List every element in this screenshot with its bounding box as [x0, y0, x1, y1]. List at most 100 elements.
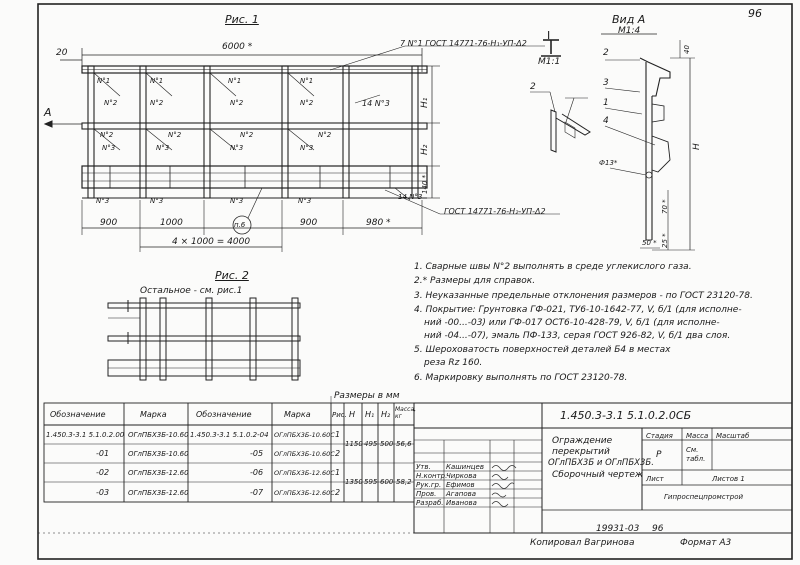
- section-title: I: [547, 29, 551, 42]
- role-name: Чиркова: [446, 472, 477, 480]
- part-label: N°1: [300, 77, 314, 85]
- view-dim-50: 50 *: [642, 239, 657, 247]
- doc-code: 1.450.3-3.1 5.1.0.2.0СБ: [560, 409, 692, 422]
- role-label: Н.контр.: [416, 472, 448, 480]
- dim-h2: Н₂: [420, 144, 430, 155]
- role-name: Ефимов: [446, 481, 475, 489]
- sheet-frame: [37, 3, 793, 560]
- table-cell: ОГлПБХ3Б-10.60: [128, 431, 189, 439]
- part-label: N°2: [318, 131, 332, 139]
- view-dim-40: 40: [683, 45, 691, 54]
- table-cell: ОГлПБХ3Б-10.60С: [274, 431, 335, 439]
- section-scale: М1:1: [538, 57, 561, 67]
- table-cell: ОГлПБХ3Б-12.60: [128, 489, 189, 497]
- role-name: Агапова: [446, 490, 477, 498]
- position-label: 4: [603, 116, 609, 126]
- table-cell: 495: [364, 440, 378, 448]
- table-cell: 1.450.3-3.1 5.1.0.2.00: [46, 431, 125, 439]
- note-line: ний -00...-03) или ГФ-017 ОСТ6-10-428-79…: [424, 318, 720, 328]
- role-label: Рук.гр.: [416, 481, 442, 489]
- dim-total: 6000 *: [222, 42, 253, 52]
- table-header-cell: Обозначение: [50, 410, 106, 419]
- marker-6: п.6: [234, 221, 246, 229]
- part-label: N°3: [230, 144, 244, 152]
- table-cell: 2: [335, 488, 341, 497]
- sheets-label: Листов 1: [712, 475, 745, 483]
- note-line: 6. Маркировку выполнять по ГОСТ 23120-78…: [414, 373, 628, 383]
- dim-140: 140 *: [421, 174, 429, 194]
- table-cell: 595: [364, 478, 378, 486]
- part-label: N°2: [230, 99, 244, 107]
- sheet-label: Лист: [646, 475, 664, 483]
- dim-980: 980 *: [366, 218, 391, 228]
- role-label: Утв.: [416, 463, 431, 471]
- note-line: 1. Сварные швы N°2 выполнять в среде угл…: [414, 262, 692, 272]
- title-line: перекрытий: [552, 447, 610, 457]
- table-header-cell: Масса, кг: [395, 406, 417, 420]
- view-dim-25: 25 *: [661, 233, 669, 248]
- part-label: N°2: [240, 131, 254, 139]
- dim-900-right: 900: [300, 218, 318, 228]
- part-label: N°3: [96, 197, 110, 205]
- table-cell: 600: [380, 478, 394, 486]
- part-label: N°1: [97, 77, 111, 85]
- table-header-cell: Рис.: [332, 411, 347, 419]
- role-name: Кашинцев: [446, 463, 484, 471]
- mass-value: См. табл.: [686, 446, 706, 463]
- inventory-number: 19931-03: [596, 524, 640, 534]
- note-line: 2.* Размеры для справок.: [414, 276, 536, 286]
- table-header-cell: Н: [349, 410, 356, 419]
- role-name: Иванова: [446, 499, 477, 507]
- view-arrow-label: А: [44, 106, 52, 119]
- weld-n3-callout: 14 N°3: [362, 99, 390, 108]
- table-cell: -02: [96, 468, 110, 477]
- organization: Гипроспецпромстрой: [664, 493, 744, 501]
- part-label: N°3: [230, 197, 244, 205]
- position-label: 2: [603, 48, 609, 58]
- fig1-title: Рис. 1: [225, 13, 259, 26]
- role-label: Пров.: [416, 490, 437, 498]
- weld-n3b-callout: 14 N°3: [398, 193, 423, 201]
- part-label: N°3: [150, 197, 164, 205]
- title-line: Ограждение: [552, 436, 613, 446]
- table-cell: ОГлПБХ3Б-10.60: [128, 450, 189, 458]
- page-number: 96: [748, 7, 762, 20]
- part-label: N°2: [300, 99, 314, 107]
- part-label: N°2: [150, 99, 164, 107]
- view-dim-f13: Ф13*: [599, 159, 618, 167]
- position-label: 3: [603, 78, 609, 88]
- weld-bottom-callout: ГОСТ 14771-76-Н₂-УП-Δ2: [444, 207, 546, 216]
- title-line: Сборочный чертеж: [552, 470, 644, 480]
- fig2-title: Рис. 2: [215, 269, 249, 282]
- table-cell: 1350: [345, 478, 363, 486]
- view-dim-70: 70 *: [661, 199, 669, 214]
- table-cell: ОГлПБХ3Б-12.60С: [274, 469, 335, 477]
- table-cell: 1: [335, 468, 341, 477]
- part-label: N°3: [300, 144, 314, 152]
- view-title: Вид А: [612, 13, 646, 26]
- position-label: 2: [530, 82, 536, 92]
- table-header-cell: Марка: [140, 410, 167, 419]
- part-label: N°2: [168, 131, 182, 139]
- table-cell: 56,6: [396, 440, 412, 448]
- position-label: 1: [603, 98, 609, 108]
- table-header-cell: Марка: [284, 410, 311, 419]
- table-caption: Размеры в мм: [334, 391, 400, 401]
- part-label: N°1: [228, 77, 242, 85]
- col-mass: Масса: [686, 432, 709, 440]
- view-scale: М1:4: [618, 26, 641, 36]
- table-cell: 2: [335, 449, 341, 458]
- copied-by: Копировал Вагринова: [530, 538, 635, 548]
- dim-h1: Н₁: [420, 97, 430, 108]
- table-header-cell: Обозначение: [196, 410, 252, 419]
- part-label: N°2: [104, 99, 118, 107]
- note-line: реза Rz 160.: [424, 358, 483, 368]
- table-cell: 1: [335, 430, 341, 439]
- table-cell: -01: [96, 449, 110, 458]
- view-dim-h: H: [692, 143, 702, 150]
- sheet-format: Формат А3: [680, 538, 732, 548]
- col-scale: Масштаб: [716, 432, 750, 440]
- table-cell: ОГлПБХ3Б-12.60С: [274, 489, 335, 497]
